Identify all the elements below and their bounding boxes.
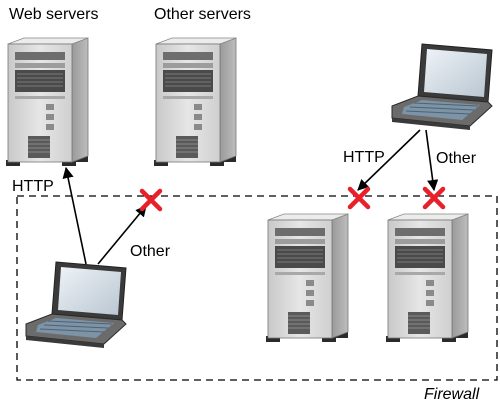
other-label-right: Other (436, 150, 477, 167)
internal-server-2-icon (385, 213, 469, 343)
http-label-left: HTTP (12, 178, 54, 195)
other-arrow-right (425, 129, 439, 192)
other-label-left: Other (130, 243, 171, 260)
blocked-x-icon (425, 189, 443, 207)
firewall-label: Firewall (424, 386, 480, 403)
external-laptop-icon (391, 43, 493, 131)
web-servers-label: Web servers (9, 6, 99, 23)
blocked-x-icon (350, 189, 368, 207)
internal-laptop-icon (25, 261, 127, 349)
http-arrow-right (357, 129, 421, 191)
http-arrow-left (62, 166, 87, 265)
other-arrow-left (97, 205, 147, 265)
web-server-icon (5, 37, 89, 167)
firewall-boundary (16, 195, 498, 381)
blocked-x-icon (142, 191, 160, 209)
other-server-icon (153, 37, 237, 167)
other-servers-label: Other servers (154, 6, 251, 23)
internal-server-1-icon (265, 213, 349, 343)
http-label-right: HTTP (343, 149, 385, 166)
